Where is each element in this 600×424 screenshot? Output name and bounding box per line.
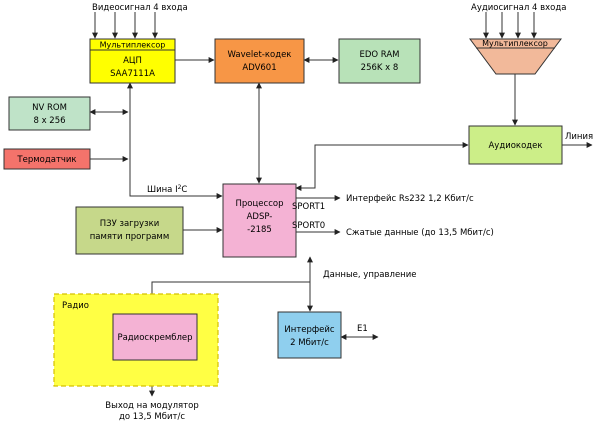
rs232-label: Интерфейс Rs232 1,2 Кбит/с [346,194,474,204]
adc-header: Мультиплексор [100,41,166,50]
sport1-label: SPORT1 [292,202,325,212]
audio-mux-block: Мультиплексор [469,38,562,75]
thermo-sensor-block: Термодатчик [3,148,91,170]
audio-codec-block: Аудиокодек [468,125,563,165]
cpu-chip-1: ADSP- [247,212,273,222]
i2c-bus-label: Шина I2C [147,184,187,195]
audio-input-label: Аудиосигнал 4 входа [471,3,566,13]
i2c-bus-line [127,82,223,199]
e1-label: E1 [357,324,368,334]
cpu-label: Процессор [236,199,284,209]
boot-rom-line1: ПЗУ загрузки [100,219,160,229]
edo-size: 256K x 8 [361,63,399,73]
line-out-label: Линия [565,132,593,142]
iface-label: Интерфейс [284,325,335,335]
radio-label: Радио [62,301,89,311]
sport0-label: SPORT0 [292,221,325,231]
processor-block: Процессор ADSP- -2185 [222,183,297,258]
audio-mux-label: Мультиплексор [482,39,548,48]
adc-block: Мультиплексор АЦП SAA7111A [89,38,176,84]
cpu-codec-link [295,142,469,191]
modulator-label-1: Выход на модулятор [105,401,198,411]
wavelet-codec-block: Wavelet-кодек ADV601 [214,38,305,84]
iface-speed: 2 Мбит/с [290,338,329,348]
compressed-label: Сжатые данные (до 13,5 Мбит/с) [346,228,494,238]
interface-2mbit-block: Интерфейс 2 Мбит/с [277,311,342,359]
boot-rom-line2: памяти программ [90,232,170,242]
video-input-label: Видеосигнал 4 входа [92,3,188,13]
cpu-chip-2: -2185 [247,225,272,235]
thermo-label: Термодатчик [16,155,76,165]
data-control-label: Данные, управление [323,270,416,280]
modulator-label-2: до 13,5 Мбит/с [119,412,185,422]
scrambler-label: Радиоскремблер [117,333,192,343]
nv-rom-block: NV ROM 8 x 256 [8,96,91,131]
adc-chip: SAA7111A [110,69,155,79]
audio-codec-label: Аудиокодек [488,141,542,151]
nvrom-size: 8 x 256 [33,116,65,126]
wavelet-label: Wavelet-кодек [228,50,292,60]
edo-label: EDO RAM [359,50,399,60]
edo-ram-block: EDO RAM 256K x 8 [338,38,421,84]
scrambler-block: Радиоскремблер [112,313,198,361]
nvrom-label: NV ROM [32,103,67,113]
boot-rom-block: ПЗУ загрузки памяти программ [75,206,184,255]
adc-label: АЦП [123,56,142,66]
wavelet-chip: ADV601 [242,63,276,73]
